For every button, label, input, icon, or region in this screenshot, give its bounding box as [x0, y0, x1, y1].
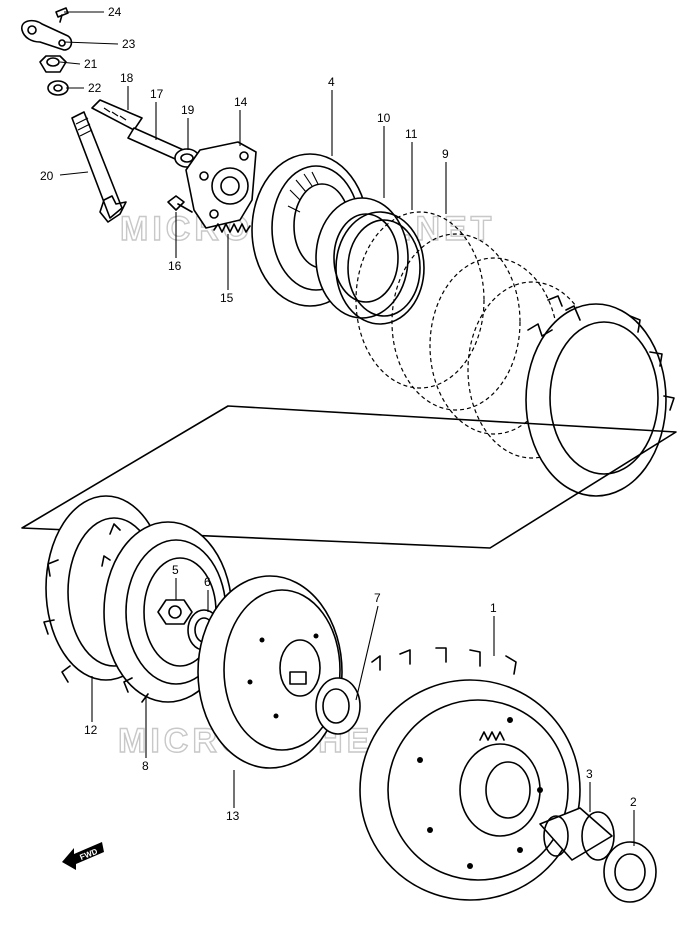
label-part-20: 20	[40, 169, 54, 183]
label-part-11: 11	[405, 127, 418, 141]
label-part-24: 24	[108, 5, 122, 19]
part-22-washer	[47, 80, 69, 96]
leader-lines	[59, 11, 635, 846]
part-3-spacer	[539, 807, 615, 861]
label-part-14: 14	[234, 95, 248, 109]
part-23-release-lever	[21, 19, 73, 51]
part-7-thrust-washer	[315, 677, 361, 735]
label-part-13: 13	[226, 809, 240, 823]
label-part-21: 21	[84, 57, 98, 71]
part-5-clutch-nut	[157, 599, 193, 625]
part-13-clutch-hub	[197, 575, 343, 769]
label-part-7: 7	[374, 591, 381, 605]
part-15-clutch-spring	[213, 223, 251, 233]
part-labels: 24 23 21 22 18 17 19 14 4 10 11 9 20 16 …	[40, 5, 637, 823]
label-part-2: 2	[630, 795, 637, 809]
part-21-nut	[39, 55, 67, 73]
section-outline	[21, 405, 677, 549]
label-part-4: 4	[328, 75, 335, 89]
label-part-9: 9	[442, 147, 449, 161]
label-part-5: 5	[172, 563, 179, 577]
label-part-23: 23	[122, 37, 136, 51]
part-11-washer-seat	[335, 211, 425, 325]
label-part-17: 17	[150, 87, 164, 101]
part-24-screw	[55, 7, 69, 23]
label-part-1: 1	[490, 601, 497, 615]
part-1-clutch-housing	[359, 647, 581, 901]
label-part-10: 10	[377, 111, 391, 125]
part-18-sleeve	[91, 99, 143, 131]
label-part-16: 16	[168, 259, 182, 273]
part-2-washer	[603, 841, 657, 903]
fwd-label: FWD	[79, 847, 99, 862]
label-part-6: 6	[204, 575, 211, 589]
label-part-22: 22	[88, 81, 102, 95]
part-20-release-shaft	[71, 111, 127, 223]
part-9-clutch-plates	[355, 211, 675, 497]
fwd-arrow-icon: FWD	[62, 842, 104, 870]
label-part-18: 18	[120, 71, 134, 85]
label-part-3: 3	[586, 767, 593, 781]
label-part-15: 15	[220, 291, 234, 305]
label-part-12: 12	[84, 723, 98, 737]
label-part-19: 19	[181, 103, 195, 117]
label-part-8: 8	[142, 759, 149, 773]
part-14-pressure-plate	[185, 141, 257, 229]
part-16-bolt	[167, 195, 193, 213]
